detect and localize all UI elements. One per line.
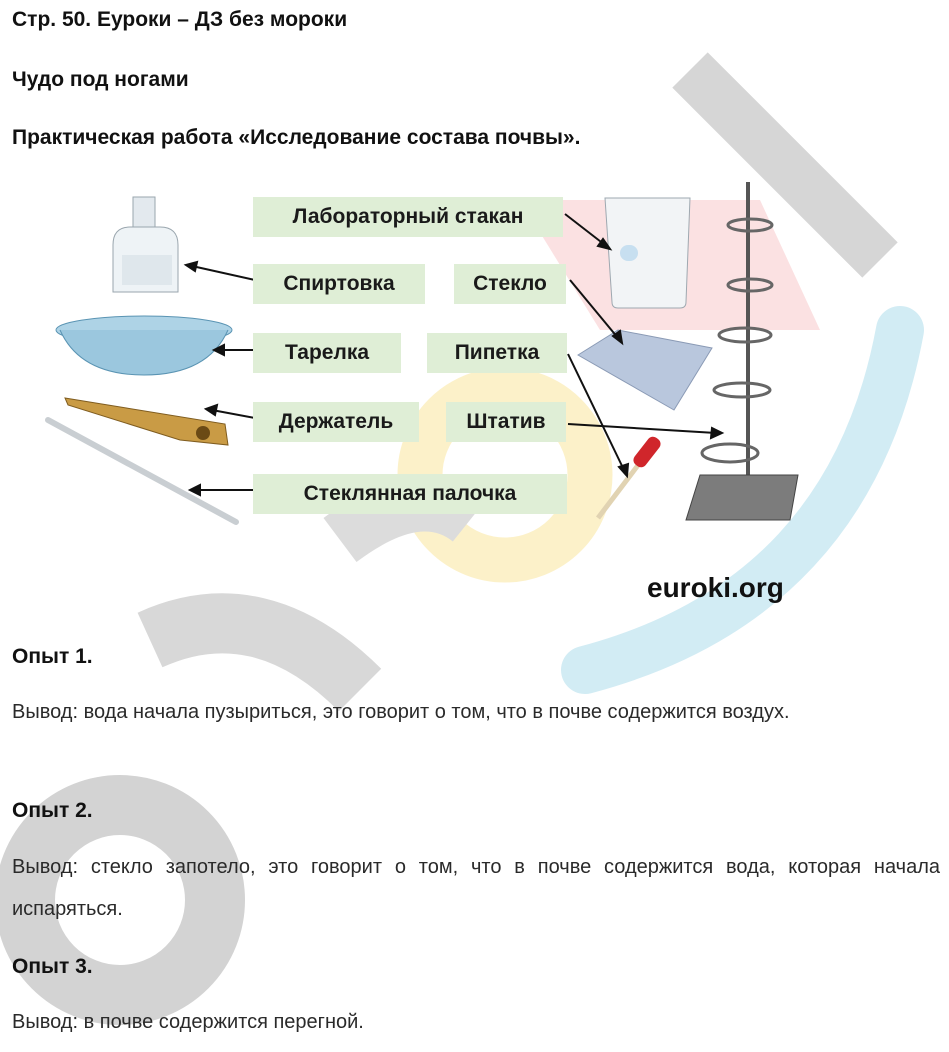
label-plate: Тарелка [253, 333, 401, 373]
page-title: Стр. 50. Еуроки – ДЗ без мороки [12, 8, 348, 31]
experiment-2-conclusion: Вывод: стекло запотело, это говорит о то… [12, 856, 940, 920]
label-glass: Стекло [454, 264, 566, 304]
experiment-1-heading: Опыт 1. [12, 645, 93, 668]
label-spirit-lamp: Спиртовка [253, 264, 425, 304]
experiment-1-conclusion: Вывод: вода начала пузыриться, это говор… [12, 701, 790, 723]
label-pipette: Пипетка [427, 333, 567, 373]
experiment-3-conclusion: Вывод: в почве содержится перегной. [12, 1011, 364, 1033]
watermark-blue-arc [561, 306, 924, 694]
task-title: Практическая работа «Исследование состав… [12, 126, 581, 149]
section-title: Чудо под ногами [12, 68, 189, 91]
label-stand: Штатив [446, 402, 566, 442]
holder-image [64, 397, 229, 446]
beaker-image [604, 197, 691, 309]
equipment-figure [45, 182, 799, 525]
label-beaker: Лабораторный стакан [253, 197, 563, 237]
glass-rod-image [45, 417, 239, 525]
pointer-arrows [183, 213, 725, 497]
glass-plate-image [577, 329, 713, 411]
stand-image [685, 182, 799, 521]
plate-image [55, 315, 233, 376]
experiment-2-heading: Опыт 2. [12, 799, 93, 822]
spirit-lamp-image [112, 196, 179, 293]
pipette-image [596, 436, 661, 520]
brand-label: euroki.org [647, 572, 784, 603]
label-glass-rod: Стеклянная палочка [253, 474, 567, 514]
watermark-gray-bar [672, 52, 898, 278]
experiment-3-heading: Опыт 3. [12, 955, 93, 978]
watermark-gray-u [137, 593, 382, 712]
watermark-gray-e [0, 775, 245, 1025]
label-holder: Держатель [253, 402, 419, 442]
